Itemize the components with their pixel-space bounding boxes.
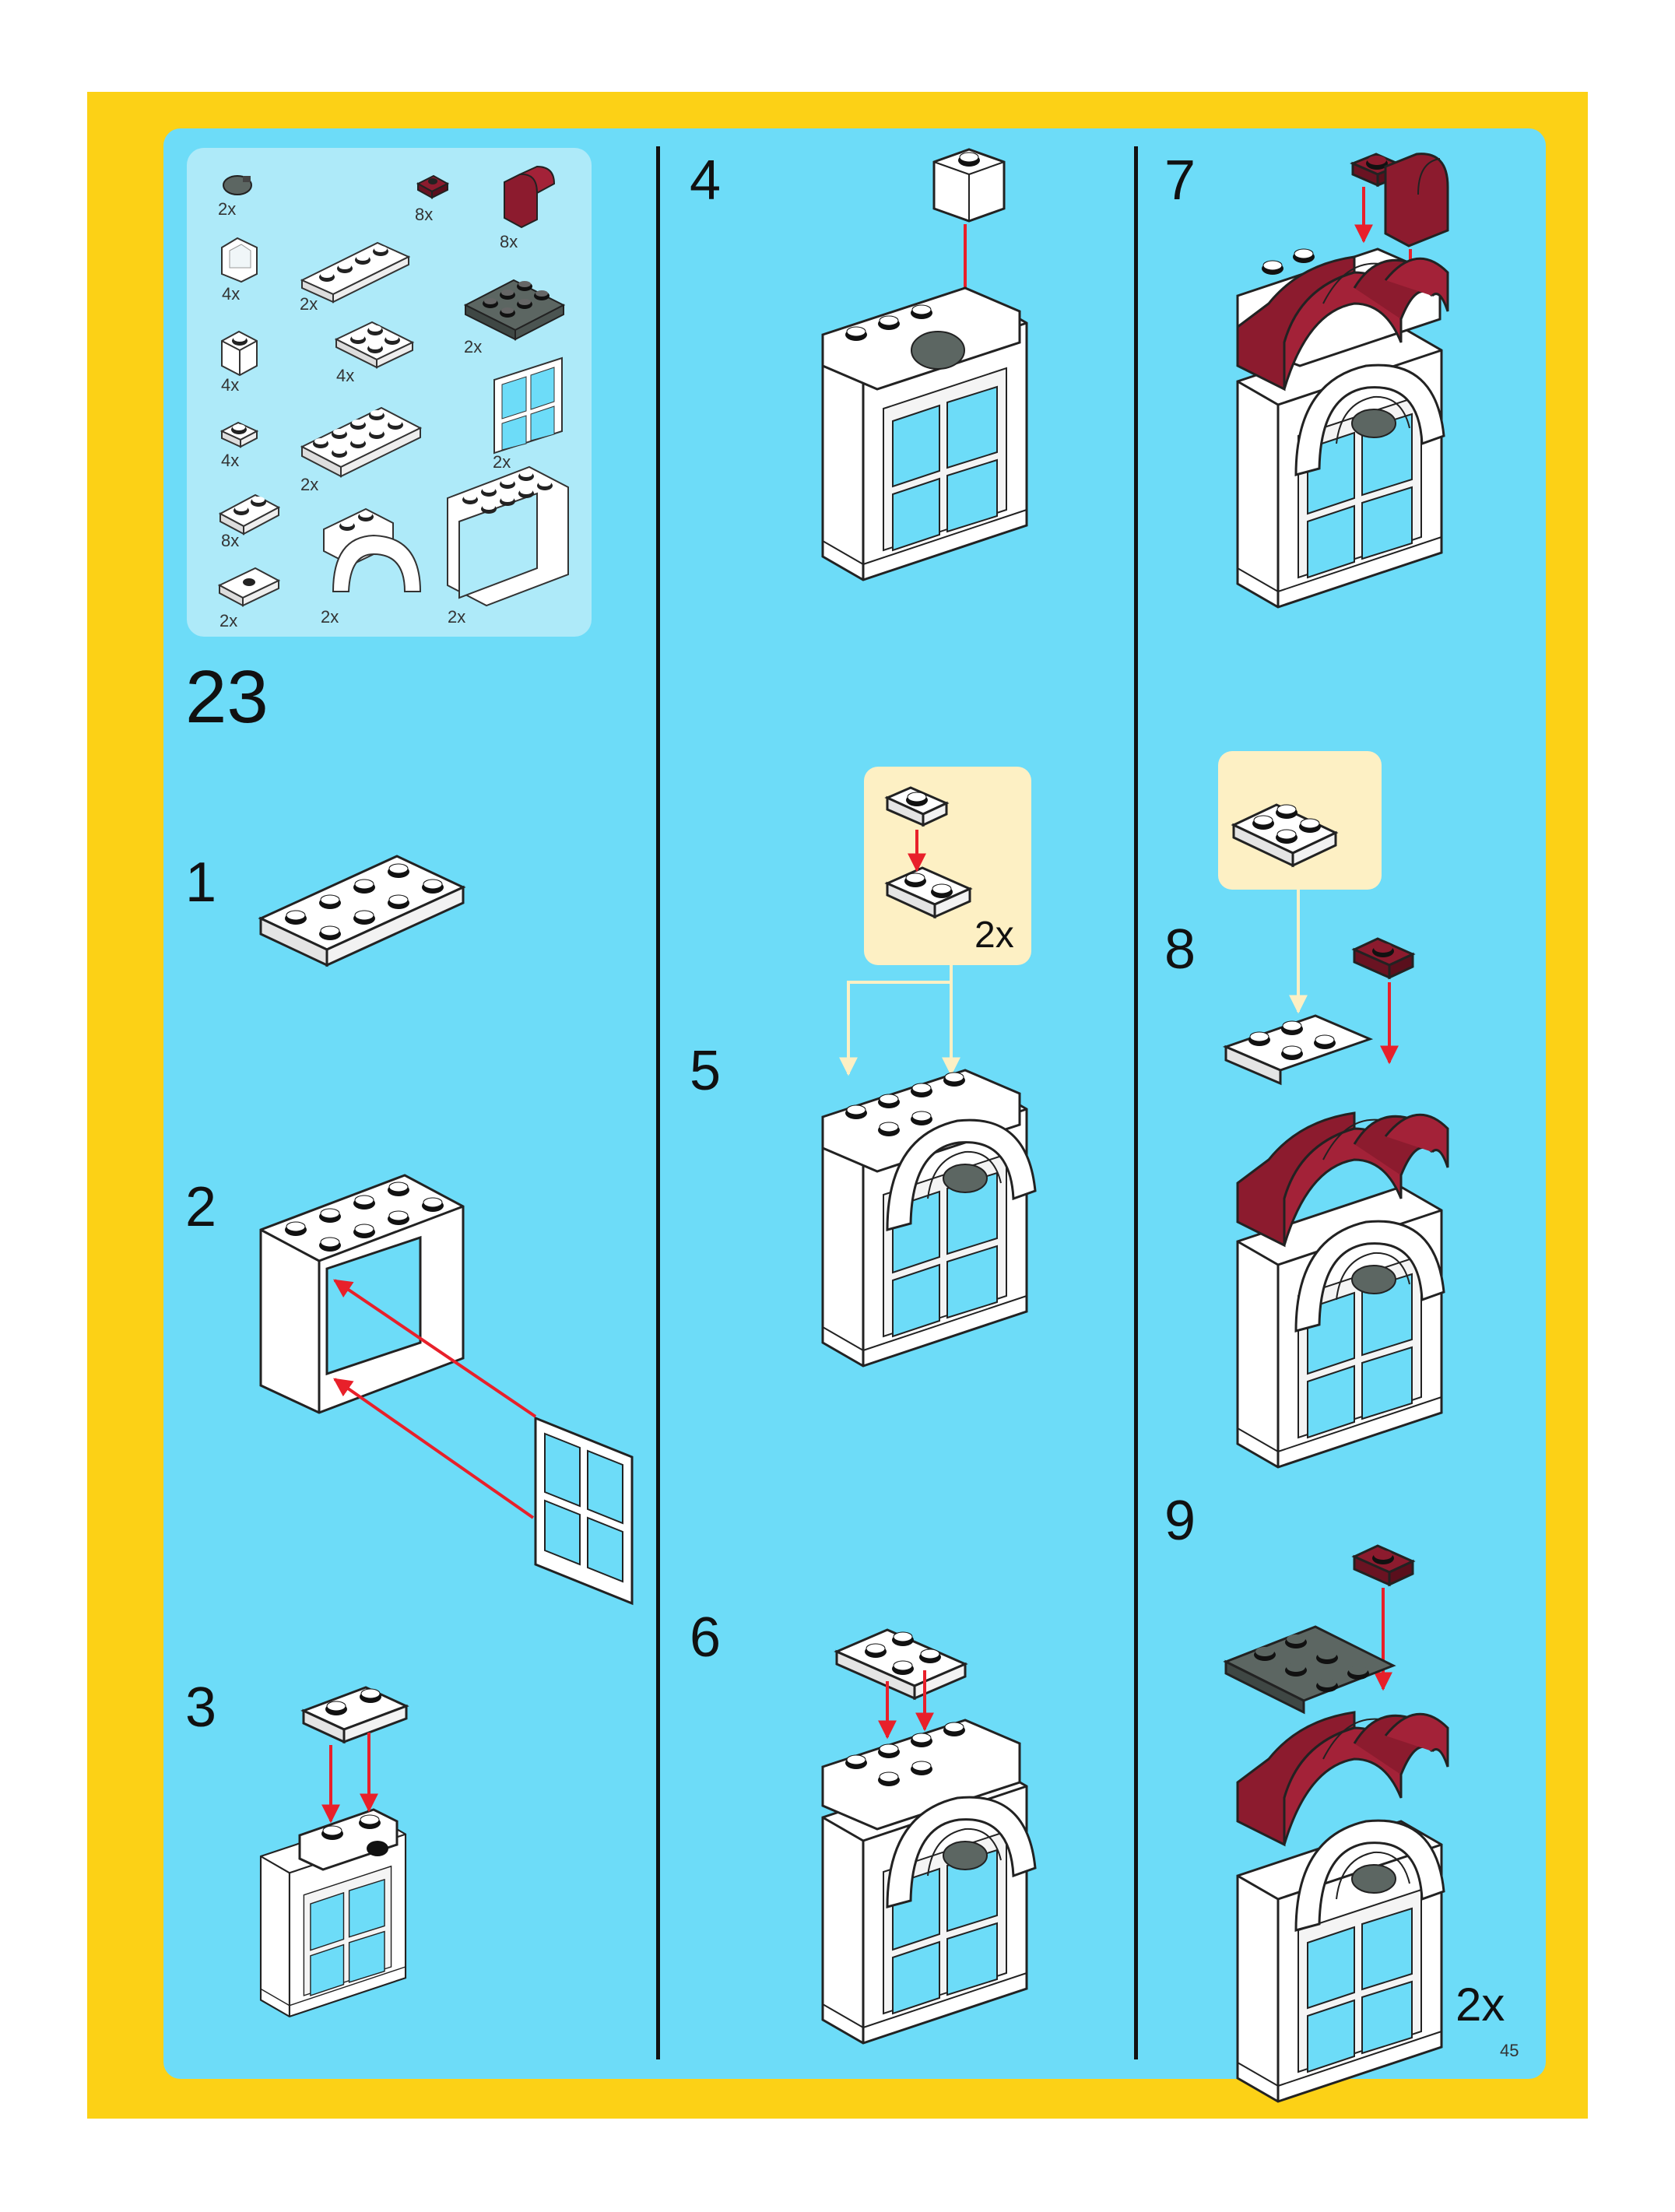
callout-multiplier: 2x — [974, 915, 1014, 956]
part-qty: 2x — [218, 199, 237, 219]
step-number: 3 — [185, 1677, 217, 1739]
main-step-number: 23 — [185, 655, 269, 739]
white-window-frame-icon — [323, 507, 422, 592]
part-qty: 2x — [448, 607, 466, 627]
part-qty: 4x — [336, 366, 355, 385]
step8-red-plate — [1351, 937, 1416, 980]
step9-red-plate — [1351, 1544, 1416, 1587]
step9-assembly — [1236, 1820, 1443, 2103]
column-divider-left — [656, 146, 660, 2059]
step5-top — [821, 1069, 1021, 1173]
part-qty: 2x — [219, 611, 238, 630]
step2-pane — [534, 1416, 634, 1606]
part-qty: 4x — [221, 375, 240, 395]
step9-grey-plate — [1223, 1625, 1396, 1715]
callout8-plate — [1231, 803, 1339, 868]
white-brick-1x1-icon — [221, 330, 258, 377]
step-number: 8 — [1164, 918, 1196, 981]
step6-plate — [834, 1628, 968, 1701]
grey-plate-2x4-icon — [463, 279, 566, 341]
step-number: 7 — [1164, 149, 1196, 212]
step-number: 1 — [185, 851, 217, 914]
white-plate-2x4-icon — [300, 406, 423, 478]
step3-top-plates — [298, 1686, 409, 1871]
callout5-plates — [884, 786, 973, 919]
step7-red-pieces — [1350, 153, 1449, 248]
part-qty: 2x — [321, 607, 339, 627]
step-number: 9 — [1164, 1490, 1196, 1552]
red-plate-1x1-icon — [416, 174, 450, 199]
part-qty: 8x — [221, 531, 240, 550]
step8-top — [1222, 1014, 1374, 1086]
part-qty: 2x — [464, 337, 483, 356]
step1-plate — [258, 855, 466, 967]
white-window-pane-icon — [493, 356, 563, 455]
step-number: 4 — [690, 149, 722, 212]
step2-frame — [259, 1174, 465, 1414]
page-number: 45 — [1500, 2041, 1519, 2060]
part-qty: 8x — [415, 205, 434, 224]
white-plate-1x1-icon — [219, 421, 259, 448]
step4-brick — [932, 148, 1006, 223]
white-window-frame-large-icon — [447, 465, 569, 607]
column-divider-right — [1134, 146, 1138, 2059]
step6-top — [821, 1719, 1021, 1831]
part-qty: 8x — [500, 232, 518, 251]
step-number: 6 — [690, 1606, 722, 1669]
white-plate-2x2-icon — [334, 321, 415, 369]
part-qty: 4x — [222, 284, 241, 304]
part-qty: 2x — [300, 475, 319, 494]
white-plate-1x2-icon — [218, 493, 281, 535]
white-jumper-plate-icon — [217, 567, 281, 607]
part-qty: 4x — [221, 451, 240, 470]
part-qty: 2x — [493, 452, 511, 472]
step-number: 2 — [185, 1176, 217, 1238]
white-panel-corner-icon — [221, 237, 258, 283]
part-qty: 2x — [300, 294, 318, 314]
step4-top — [821, 286, 1021, 391]
grey-round-piece-icon — [223, 175, 252, 195]
final-multiplier: 2x — [1456, 1979, 1505, 2031]
white-plate-1x4-icon — [300, 241, 411, 304]
step-number: 5 — [690, 1040, 722, 1102]
red-curved-slope-icon — [504, 165, 556, 229]
